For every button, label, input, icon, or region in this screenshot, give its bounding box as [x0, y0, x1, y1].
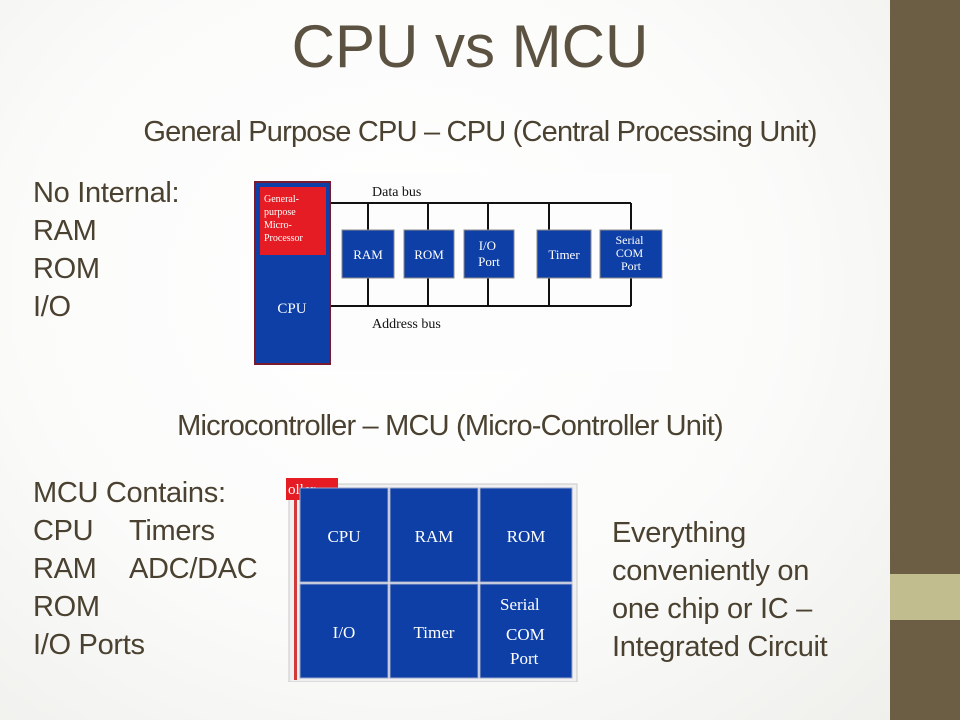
mcu-architecture-diagram: oller CPU RAM ROM I/O Timer Serial COM P…	[286, 476, 580, 683]
io-port-label-line-2: Port	[478, 254, 500, 269]
io-port-label-line-1: I/O	[479, 238, 496, 253]
serial-com-label-line-2: COM	[616, 246, 644, 260]
serial-com-port-block	[599, 229, 663, 279]
mcu-ram-cell	[389, 487, 479, 583]
cpu-list-label: No Internal:	[33, 177, 180, 209]
mcu-io-cell	[299, 583, 389, 679]
microprocessor-label-box	[260, 187, 326, 255]
mcu-serial-label-line-2: COM	[506, 625, 545, 644]
mcu-cpu-cell-label: CPU	[327, 527, 360, 546]
mcu-contains-list: MCU Contains: CPU Timers RAM ADC/DAC ROM I…	[33, 474, 293, 664]
timer-block-label: Timer	[548, 247, 580, 262]
mcu-serial-com-port-cell-label: Serial COM Port	[500, 595, 549, 668]
mcu-rom-cell	[479, 487, 573, 583]
processor-label: General- purpose Micro- Processor	[264, 194, 304, 244]
mcu-timer-cell	[389, 583, 479, 679]
mcu-section-heading: Microcontroller – MCU (Micro-Controller …	[177, 410, 724, 442]
processor-label-line-1: General-	[264, 194, 299, 205]
cpu-list-item-io: I/O	[33, 291, 71, 323]
cpu-no-internal-list: No Internal: RAM ROM I/O	[33, 174, 180, 326]
cpu-architecture-diagram: Data bus Address bus General- purpose Mi…	[248, 174, 672, 370]
processor-label-line-4: Processor	[264, 233, 304, 244]
serial-com-port-block-label: Serial COM Port	[616, 233, 647, 273]
mcu-serial-com-port-cell	[479, 583, 573, 679]
mcu-cpu-cell	[299, 487, 389, 583]
rom-block	[403, 229, 455, 279]
timer-block	[536, 229, 592, 279]
io-port-block	[463, 229, 515, 279]
mcu-item-cpu: CPU	[33, 515, 94, 547]
mcu-list-row-1: CPU Timers	[33, 512, 293, 550]
mcu-item-adc-dac: ADC/DAC	[129, 553, 258, 585]
processor-label-line-3: Micro-	[264, 220, 292, 231]
mcu-io-cell-label: I/O	[333, 623, 356, 642]
mcu-summary-note: Everything conveniently on one chip or I…	[612, 514, 828, 666]
cpu-block-label: CPU	[277, 301, 306, 317]
ram-block-label: RAM	[353, 247, 383, 262]
side-decoration-accent	[890, 574, 960, 620]
processor-label-line-2: purpose	[264, 207, 296, 218]
mcu-item-timers: Timers	[129, 515, 215, 547]
mcu-serial-label-line-3: Port	[510, 649, 539, 668]
mcu-rom-cell-label: ROM	[507, 527, 546, 546]
mcu-note-line-2: conveniently on	[612, 555, 810, 587]
rom-block-label: ROM	[414, 247, 444, 262]
cpu-list-item-rom: ROM	[33, 253, 100, 285]
serial-com-label-line-1: Serial	[616, 233, 645, 247]
serial-com-label-line-3: Port	[621, 259, 642, 273]
cpu-list-item-ram: RAM	[33, 215, 97, 247]
mcu-item-ram: RAM	[33, 553, 97, 585]
mcu-ram-cell-label: RAM	[415, 527, 454, 546]
cpu-section-heading: General Purpose CPU – CPU (Central Proce…	[143, 116, 817, 148]
mcu-list-row-2: RAM ADC/DAC	[33, 550, 293, 588]
slide-title: CPU vs MCU	[291, 13, 649, 80]
ram-block	[341, 229, 395, 279]
mcu-serial-label-line-1: Serial	[500, 595, 540, 614]
data-bus-label: Data bus	[372, 185, 421, 200]
mcu-item-rom: ROM	[33, 591, 100, 623]
io-port-block-label: I/O Port	[478, 238, 500, 269]
mcu-note-line-3: one chip or IC –	[612, 593, 812, 625]
mcu-item-io-ports: I/O Ports	[33, 629, 145, 661]
mcu-note-line-1: Everything	[612, 517, 747, 549]
mcu-timer-cell-label: Timer	[414, 623, 455, 642]
address-bus-label: Address bus	[372, 317, 441, 332]
mcu-note-line-4: Integrated Circuit	[612, 631, 828, 663]
mcu-list-label: MCU Contains:	[33, 477, 226, 509]
